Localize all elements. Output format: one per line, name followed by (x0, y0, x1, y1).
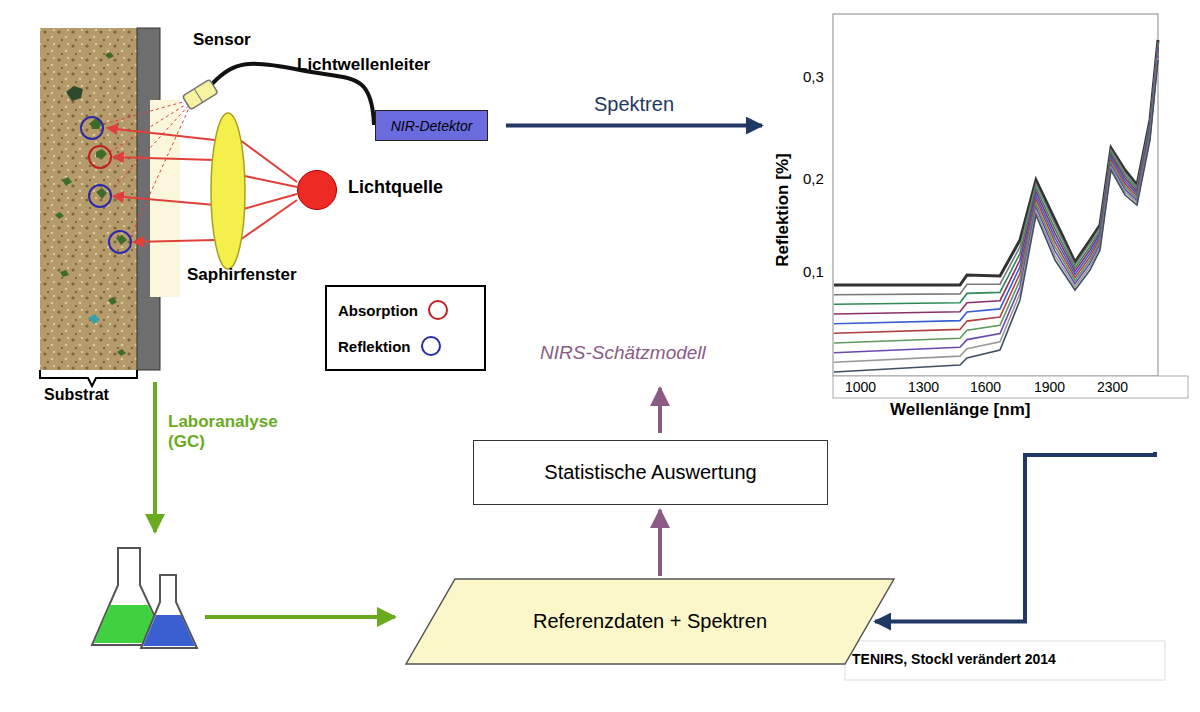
connector-arrow (875, 452, 1155, 622)
legend-swatch (419, 334, 443, 358)
x-tick: 1600 (970, 379, 1001, 395)
edge-label: Spektren (592, 93, 676, 116)
process-box: Statistische Auswertung (473, 440, 828, 505)
light-source: Lichtquelle (297, 170, 337, 210)
flasks (92, 548, 197, 648)
particles (55, 52, 127, 356)
credit-note: TENIRS, Stockl verändert 2014 (852, 651, 1056, 667)
substrate-bracket (40, 370, 137, 386)
y-tick: 0,1 (803, 263, 824, 280)
part-label: Saphirfenster (187, 265, 297, 285)
plot-area (833, 14, 1158, 376)
y-axis-title: Reflektion [%] (773, 145, 793, 275)
connector-arrow (506, 124, 762, 128)
data-parallelogram: Referenzdaten + Spektren (405, 578, 895, 665)
y-tick: 0,2 (803, 170, 824, 187)
detector-box: NIR-Detektor (375, 110, 488, 141)
node-label: Lichtquelle (348, 177, 443, 198)
legend-item: Absorption (338, 298, 450, 322)
x-tick: 1300 (908, 379, 939, 395)
sensor-head (182, 79, 218, 110)
lab-arrow (153, 382, 157, 532)
substrate (40, 28, 138, 370)
model-arrow (658, 388, 662, 433)
process-label: Laboranalyse (GC) (168, 412, 318, 452)
spot-circles (81, 117, 131, 253)
spectra-curves (834, 40, 1158, 372)
legend-item: Reflektion (338, 334, 443, 358)
node-text: Referenzdaten + Spektren (533, 610, 767, 633)
x-tick: 1000 (845, 379, 876, 395)
legend-text: Absorption (338, 302, 418, 319)
node-text: NIR-Detektor (391, 118, 473, 134)
lens (211, 113, 245, 269)
x-axis-band (833, 376, 1188, 398)
x-tick: 2300 (1097, 379, 1128, 395)
substrate: Substrat (40, 28, 138, 370)
node-text: Statistische Auswertung (544, 461, 756, 484)
lab-arrow (205, 615, 395, 619)
x-tick: 1900 (1034, 379, 1065, 395)
connector-arrow (658, 510, 662, 576)
part-label: Lichtwellenleiter (297, 55, 430, 75)
part-label: Sensor (193, 30, 251, 50)
y-tick: 0,3 (803, 68, 824, 85)
node-label: Substrat (44, 386, 109, 404)
spectra-chart: 0,3 0,2 0,1 1000 1300 1600 1900 2300 Reflektion … (770, 10, 1195, 410)
credit-frame (845, 641, 1165, 680)
reflected-rays (104, 100, 190, 238)
model-label: NIRS-Schätzmodell (540, 342, 706, 364)
legend-text: Reflektion (338, 338, 411, 355)
legend-frame (326, 286, 485, 370)
sapphire-window (150, 100, 180, 297)
legend-swatch (426, 298, 450, 322)
x-axis-title: Wellenlänge [nm] (890, 400, 1030, 420)
